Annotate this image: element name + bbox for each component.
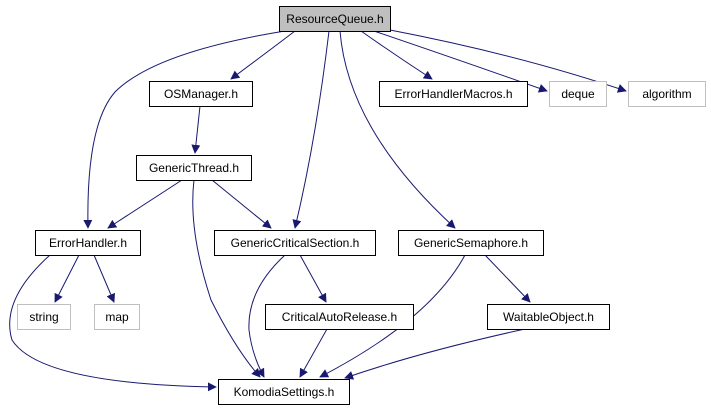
node-algorithm: algorithm xyxy=(628,81,706,107)
edge-errorhandler-to-komodiasettings xyxy=(9,254,217,392)
node-box-komodiasettings xyxy=(218,379,350,405)
node-map: map xyxy=(94,304,140,330)
edge-genericcriticalsection-to-criticalautorelease xyxy=(299,254,327,303)
node-label-genericsemaphore: GenericSemaphore.h xyxy=(414,236,528,250)
node-osmanager[interactable]: OSManager.h xyxy=(149,81,253,107)
node-genericsemaphore[interactable]: GenericSemaphore.h xyxy=(398,230,544,256)
edge-genericthread-to-komodiasettings xyxy=(192,179,261,378)
node-label-errorhandler: ErrorHandler.h xyxy=(49,236,127,250)
edge-errorhandler-to-string xyxy=(54,254,80,303)
node-box-genericcriticalsection xyxy=(214,230,376,256)
edge-resourcequeue-to-genericcriticalsection xyxy=(292,30,330,229)
node-label-string: string xyxy=(29,310,58,324)
edge-criticalautorelease-to-komodiasettings xyxy=(299,328,328,378)
edge-genericthread-to-errorhandler xyxy=(107,179,183,229)
node-label-genericcriticalsection: GenericCriticalSection.h xyxy=(231,236,360,250)
node-label-osmanager: OSManager.h xyxy=(164,87,238,101)
node-label-resourcequeue: ResourceQueue.h xyxy=(286,12,383,26)
node-label-map: map xyxy=(105,310,129,324)
edge-genericsemaphore-to-waitableobject xyxy=(484,254,531,303)
node-genericcriticalsection[interactable]: GenericCriticalSection.h xyxy=(214,230,376,256)
node-box-resourcequeue xyxy=(279,6,391,32)
node-box-map xyxy=(94,304,140,330)
edge-errorhandler-to-map xyxy=(93,254,115,303)
node-waitableobject[interactable]: WaitableObject.h xyxy=(487,304,610,330)
node-label-komodiasettings: KomodiaSettings.h xyxy=(234,385,335,399)
node-label-errorhandlermacros: ErrorHandlerMacros.h xyxy=(394,87,512,101)
node-box-osmanager xyxy=(149,81,253,107)
node-box-waitableobject xyxy=(487,304,610,330)
edge-waitableobject-to-komodiasettings xyxy=(344,328,526,380)
node-deque: deque xyxy=(549,81,607,107)
node-genericthread[interactable]: GenericThread.h xyxy=(136,155,252,181)
node-box-genericsemaphore xyxy=(398,230,544,256)
edges-layer xyxy=(9,29,627,392)
edge-resourcequeue-to-errorhandlermacros xyxy=(360,30,433,80)
edge-resourcequeue-to-errorhandler xyxy=(83,30,286,229)
node-label-algorithm: algorithm xyxy=(642,87,691,101)
node-errorhandlermacros[interactable]: ErrorHandlerMacros.h xyxy=(379,81,528,107)
edge-genericthread-to-genericcriticalsection xyxy=(211,179,272,229)
node-box-errorhandler xyxy=(35,230,141,256)
node-box-algorithm xyxy=(628,81,706,107)
node-errorhandler[interactable]: ErrorHandler.h xyxy=(35,230,141,256)
node-resourcequeue[interactable]: ResourceQueue.h xyxy=(279,6,391,32)
node-label-waitableobject: WaitableObject.h xyxy=(503,310,594,324)
node-box-genericthread xyxy=(136,155,252,181)
edge-genericcriticalsection-to-komodiasettings xyxy=(248,254,286,378)
node-label-criticalautorelease: CriticalAutoRelease.h xyxy=(282,310,397,324)
node-label-deque: deque xyxy=(561,87,595,101)
edge-resourcequeue-to-genericsemaphore xyxy=(339,30,456,229)
edge-resourcequeue-to-osmanager xyxy=(230,30,296,80)
node-komodiasettings[interactable]: KomodiaSettings.h xyxy=(218,379,350,405)
node-box-errorhandlermacros xyxy=(379,81,528,107)
node-string: string xyxy=(17,304,71,330)
node-label-genericthread: GenericThread.h xyxy=(149,161,239,175)
node-box-string xyxy=(17,304,71,330)
node-box-criticalautorelease xyxy=(265,304,414,330)
node-criticalautorelease[interactable]: CriticalAutoRelease.h xyxy=(265,304,414,330)
edge-osmanager-to-genericthread xyxy=(191,105,201,154)
node-box-deque xyxy=(549,81,607,107)
